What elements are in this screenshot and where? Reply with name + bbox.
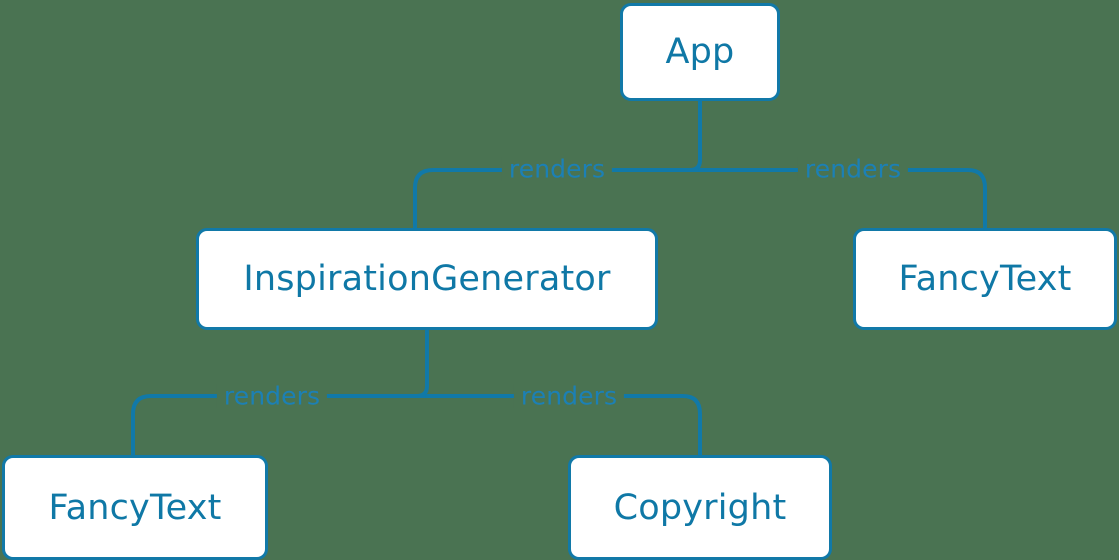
node-inspiration-generator-label: InspirationGenerator	[243, 259, 611, 299]
edge-inspiration-to-copyright	[425, 394, 702, 457]
edge-inspiration-to-fancytext	[131, 394, 429, 457]
edge-label-app-to-fancytext-right: renders	[797, 156, 909, 182]
node-fancytext-bottom[interactable]: FancyText	[2, 455, 268, 560]
node-fancytext-right-label: FancyText	[898, 259, 1072, 299]
edge-label-inspiration-to-copyright: renders	[513, 383, 625, 409]
edge-label-inspiration-to-fancytext-bottom: renders	[216, 383, 328, 409]
edge-inspiration-trunk	[415, 329, 429, 398]
node-copyright[interactable]: Copyright	[568, 455, 832, 560]
node-inspiration-generator[interactable]: InspirationGenerator	[196, 228, 658, 330]
node-app-label: App	[665, 32, 735, 72]
node-fancytext-right[interactable]: FancyText	[853, 228, 1117, 330]
node-app[interactable]: App	[620, 3, 780, 101]
edge-label-app-to-inspiration: renders	[501, 156, 613, 182]
node-copyright-label: Copyright	[613, 487, 787, 528]
node-fancytext-bottom-label: FancyText	[48, 487, 222, 528]
edge-app-to-inspiration	[413, 168, 702, 230]
edge-app-to-fancytext-right	[698, 168, 987, 230]
edge-app-trunk	[688, 99, 702, 172]
